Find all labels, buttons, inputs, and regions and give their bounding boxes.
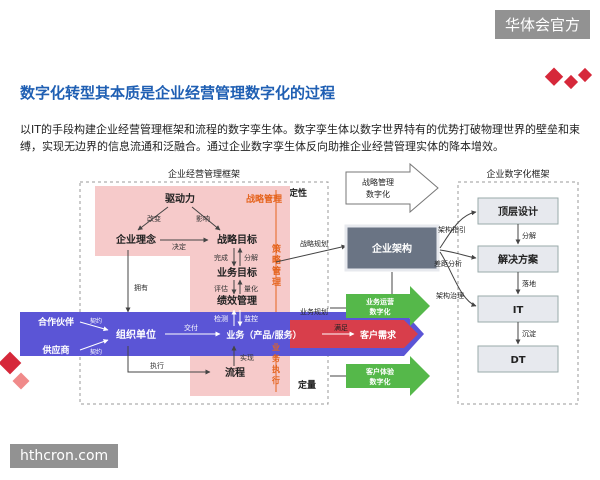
right-frame xyxy=(457,181,579,405)
label-yewu-yunying-1: 业务运营 xyxy=(366,297,394,306)
node-zuzhi-danwei: 组织单位 xyxy=(116,328,156,341)
label-yewu-yunying-2: 数字化 xyxy=(370,307,391,316)
box-it xyxy=(477,295,559,323)
node-yewu-mubiao: 业务目标 xyxy=(217,266,257,279)
watermark-bottom: hthcron.com xyxy=(10,444,119,468)
box-jiejue-fangan xyxy=(477,245,559,273)
label-qiye-jiagou: 企业架构 xyxy=(371,242,412,255)
label-shixian: 实现 xyxy=(240,353,254,362)
watermark-top: 华体会官方 xyxy=(494,10,590,39)
box-dt xyxy=(477,345,559,373)
label-zhanlue-szh-2: 数字化 xyxy=(366,189,390,199)
label-lianghua: 量化 xyxy=(244,284,258,293)
label-fenjie-right: 分解 xyxy=(522,231,536,240)
label-it: IT xyxy=(513,305,524,316)
label-jiance: 检测 xyxy=(214,314,228,323)
left-frame-title: 企业经营管理框架 xyxy=(168,168,240,180)
node-liucheng: 流程 xyxy=(225,366,245,379)
label-kehu-xuqiu: 客户需求 xyxy=(359,329,397,341)
label-jiankong: 监控 xyxy=(244,314,258,323)
label-zhanlue-guihua: 战略规划 xyxy=(300,239,328,248)
box-dingceng-sheji xyxy=(477,197,559,225)
label-qiyue-1: 契约 xyxy=(90,317,102,325)
arrow-zhanlue-szh xyxy=(345,162,439,214)
label-chaju-fenxi: 差距分析 xyxy=(434,259,462,268)
label-yingxiang: 影响 xyxy=(196,214,210,223)
node-yewu: 业务（产品/服务） xyxy=(226,329,301,341)
svg-text:策略管理: 策略管理 xyxy=(271,243,282,288)
arrow-kehu-tiyan xyxy=(346,356,430,396)
intro-paragraph: 以IT的手段构建企业经营管理框架和流程的数字孪生体。数字孪生体以数字世界特有的优… xyxy=(20,123,580,153)
label-kehu-tiyan-1: 客户体验 xyxy=(365,367,395,376)
label-jiaofu: 交付 xyxy=(184,323,198,332)
label-dingliang: 定量 xyxy=(297,379,316,391)
label-jueding: 决定 xyxy=(172,242,186,251)
label-qiyue-2: 契约 xyxy=(90,348,102,356)
pink-region-top xyxy=(95,186,290,256)
node-jixiao-guanli: 绩效管理 xyxy=(217,294,257,307)
label-dt: DT xyxy=(510,355,525,366)
slide-title: 数字化转型其本质是企业经营管理数字化的过程 xyxy=(20,84,336,102)
label-gaibian: 改变 xyxy=(147,214,161,223)
label-chendian: 沉淀 xyxy=(522,329,536,338)
label-luodi: 落地 xyxy=(522,279,536,288)
decor-diamond-icon xyxy=(544,67,593,90)
label-zhanlue-guanli: 战略管理 xyxy=(246,193,282,205)
label-yongyou: 拥有 xyxy=(134,283,148,292)
label-dingceng-sheji: 顶层设计 xyxy=(498,205,538,218)
node-gongyingshang: 供应商 xyxy=(41,344,69,356)
label-dingxing: 定性 xyxy=(288,187,307,199)
label-zhanlue-szh-1: 战略管理 xyxy=(362,177,394,187)
node-hezuo-huoban: 合作伙伴 xyxy=(38,316,74,328)
arrow-yewu-yunying xyxy=(346,286,430,326)
node-qudongli: 驱动力 xyxy=(165,192,195,205)
node-zhanlue-mubiao: 战略目标 xyxy=(217,233,257,246)
right-frame-title: 企业数字化框架 xyxy=(486,168,549,180)
label-wancheng: 完成 xyxy=(214,253,228,262)
label-zhixing: 执行 xyxy=(150,361,164,370)
decor-diamond-icon xyxy=(0,351,30,390)
svg-text:业务执行: 业务执行 xyxy=(271,342,281,385)
label-manzu: 满足 xyxy=(334,323,348,332)
label-jiejue-fangan: 解决方案 xyxy=(498,253,539,266)
label-yewu-guihua: 业务规划 xyxy=(300,307,328,316)
label-yewu-zhixing: 业务执行 xyxy=(271,342,281,385)
box-qiye-jiagou xyxy=(344,224,440,272)
label-fenjie-left: 分解 xyxy=(244,253,258,262)
label-jiagou-zhili: 架构治理 xyxy=(436,291,464,300)
label-celue-guanli: 策略管理 xyxy=(271,243,282,288)
label-kehu-tiyan-2: 数字化 xyxy=(370,377,391,386)
label-pinggu: 评估 xyxy=(214,284,228,293)
node-qiye-linian: 企业理念 xyxy=(115,233,156,246)
left-frame xyxy=(79,181,329,405)
label-jiagou-zhiyin: 架构指引 xyxy=(438,225,466,234)
